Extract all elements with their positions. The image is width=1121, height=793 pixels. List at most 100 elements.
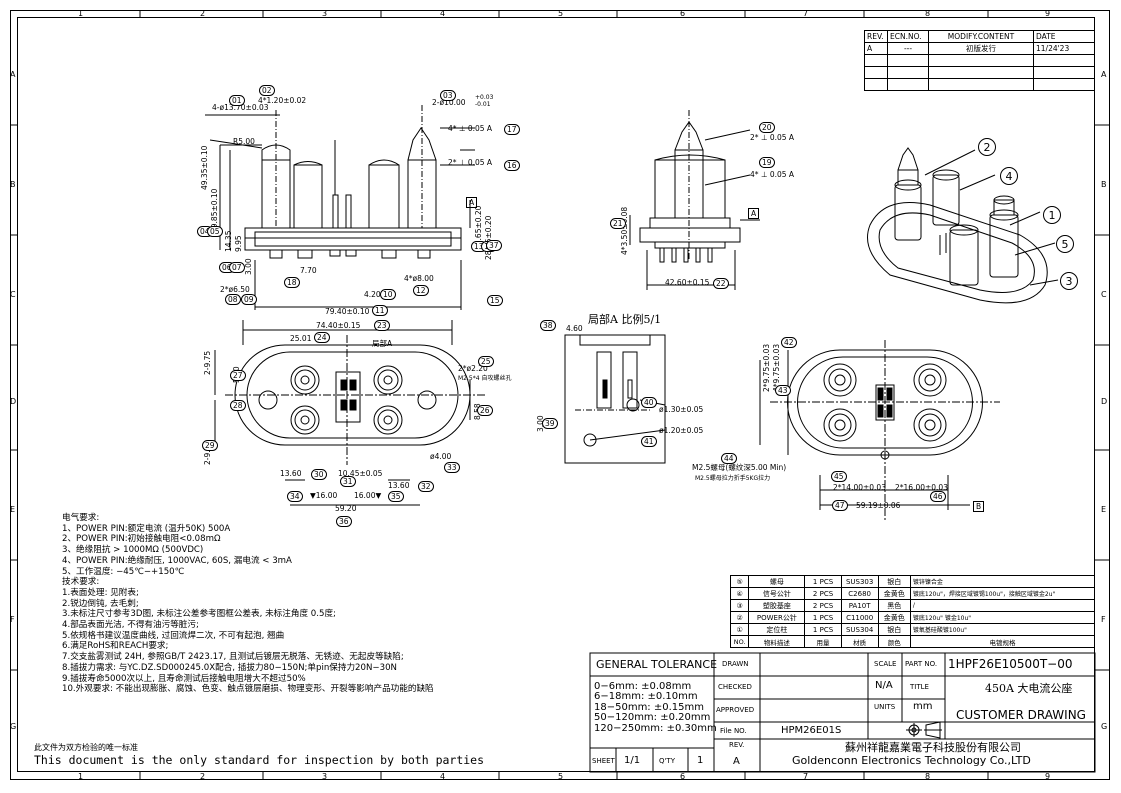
bom-cell: SUS303 [840,575,879,588]
dim-1600-right: 16.00▼ [354,491,382,500]
balloon-09: 09 [241,294,257,305]
dim-phi130: ø1.30±0.05 [659,405,704,414]
balloon-07: 07 [229,262,245,273]
zone-left-label: B [10,180,16,189]
balloon-05: 05 [207,226,223,237]
bom-cell: 镀底120u"，焊接区域镀锡100u"，接触区域镀金2u" [909,587,1096,600]
zone-left-label: C [10,290,16,299]
iso-balloon-4: 4 [1000,167,1018,185]
iso-balloon-5: 5 [1056,235,1074,253]
balloon-24: 24 [314,332,330,343]
dim-1600-side: 2*16.00±0.03 [895,483,948,492]
balloon-08: 08 [225,294,241,305]
title-label: TITLE [910,683,929,691]
units-label: UNITS [874,703,896,711]
zone-right-label: D [1101,397,1108,406]
detail-a-label: 局部A [372,339,393,348]
balloon-21: 21 [610,218,626,229]
tolerance-line: 6−18mm: ±0.10mm [594,691,698,703]
datum-b: B [973,501,985,512]
footer-cn: 此文件为双方检验的唯一标准 [34,743,138,752]
balloon-41: 41 [641,436,657,447]
note-m25-force: M2.5螺母拉力折手5KG拉力 [695,475,771,482]
bom-cell: 螺母 [748,575,806,588]
balloon-18: 18 [284,277,300,288]
gdt-20: 2* ⊥ 0.05 A [750,133,795,142]
revision-table: REV. ECN.NO. MODIFY.CONTENT DATE A --- 初… [864,30,1095,91]
dim-02: 4*1.20±0.02 [258,96,307,105]
dim-5919: 59.19±0.06 [856,501,901,510]
balloon-38: 38 [540,320,556,331]
balloon-12: 12 [413,285,429,296]
zone-right-label: E [1101,505,1107,514]
balloon-19: 19 [759,157,775,168]
balloon-34: 34 [287,491,303,502]
zone-right-label: G [1101,722,1108,731]
requirement-line: 5、工作温度: −45℃−+150℃ [62,566,185,577]
dim-phi4: ø4.00 [430,452,452,461]
bom-header-cell: 电镀规格 [909,635,1096,648]
tolerance-title: GENERAL TOLERANCE [596,658,718,671]
requirement-line: 2.锐边倒钝, 去毛刺; [62,598,139,609]
dim-25-note: M2.5*4 自攻螺丝孔 [458,375,512,382]
dim-phi120: ø1.20±0.05 [659,426,704,435]
bom-cell: ④ [729,587,750,600]
zone-ticks [10,10,1110,780]
zone-left-label: E [10,505,16,514]
datum-a-side: A [748,208,760,219]
top-view [214,320,485,506]
qty-value: 1 [697,755,704,766]
balloon-39: 39 [542,418,558,429]
titleblock-lines [589,652,1096,773]
approved-label: APPROVED [716,706,755,714]
zone-bottom-label: 3 [322,772,328,781]
qty-label: Q'TY [659,757,675,765]
bom-cell: 金黄色 [877,611,911,624]
rev-label: REV. [729,741,745,749]
balloon-03: 03 [440,90,456,101]
balloon-01: 01 [229,95,245,106]
balloon-02: 02 [259,85,275,96]
zone-right-label: A [1101,70,1107,79]
zone-top-label: 5 [558,9,564,18]
zone-left-label: D [10,397,17,406]
zone-top-label: 3 [322,9,328,18]
zone-left-label: F [10,615,15,624]
zone-top-label: 8 [925,9,931,18]
dim-4260: 42.60±0.15 [665,278,710,287]
iso-balloon-3: 3 [1060,272,1078,290]
balloon-29: 29 [202,440,218,451]
dim-radius: R5.00 [233,137,255,146]
dim-phi8: 4*ø8.00 [404,274,434,283]
bom-header-cell: 物料描述 [748,635,806,648]
bom-cell: C2680 [840,587,879,600]
balloon-37: 37 [486,240,502,251]
zone-left-label: A [10,70,16,79]
dim-phi650: 2*ø6.50 [220,285,250,294]
dim-03: 2-ø10.00 [432,98,466,107]
bom-cell: 金黄色 [877,587,911,600]
tolerance-line: 18−50mm: ±0.15mm [594,701,704,713]
balloon-11: 11 [372,305,388,316]
zone-bottom-label: 4 [440,772,446,781]
zone-top-label: 9 [1045,9,1051,18]
requirement-line: 7.交支盐雾测试 24H, 参照GB/T 2423.17, 且测试后镀层无脱落、… [62,652,404,663]
requirement-line: 8.插拔力需求: 与YC.DZ.SD000245.0X配合, 插拔力80−150… [62,662,397,673]
scale-value: N/A [875,680,893,691]
detail-a-view [564,334,666,464]
isometric-view [867,147,1059,304]
requirement-line: 1、POWER PIN:额定电流 (温升50K) 500A [62,523,231,534]
bom-cell: C11000 [840,611,879,624]
bom-header-row: NO.物料描述用量材质颜色电镀规格 [729,635,1096,648]
zone-right-label: C [1101,290,1107,299]
balloon-45: 45 [831,471,847,482]
zone-bottom-label: 7 [803,772,809,781]
requirement-line: 6.满足RoHS和REACH要求; [62,641,169,652]
rev-cell: --- [887,42,929,55]
zone-right-label: B [1101,180,1107,189]
requirement-line: 技术要求: [62,577,100,588]
outer-border [10,10,1110,780]
